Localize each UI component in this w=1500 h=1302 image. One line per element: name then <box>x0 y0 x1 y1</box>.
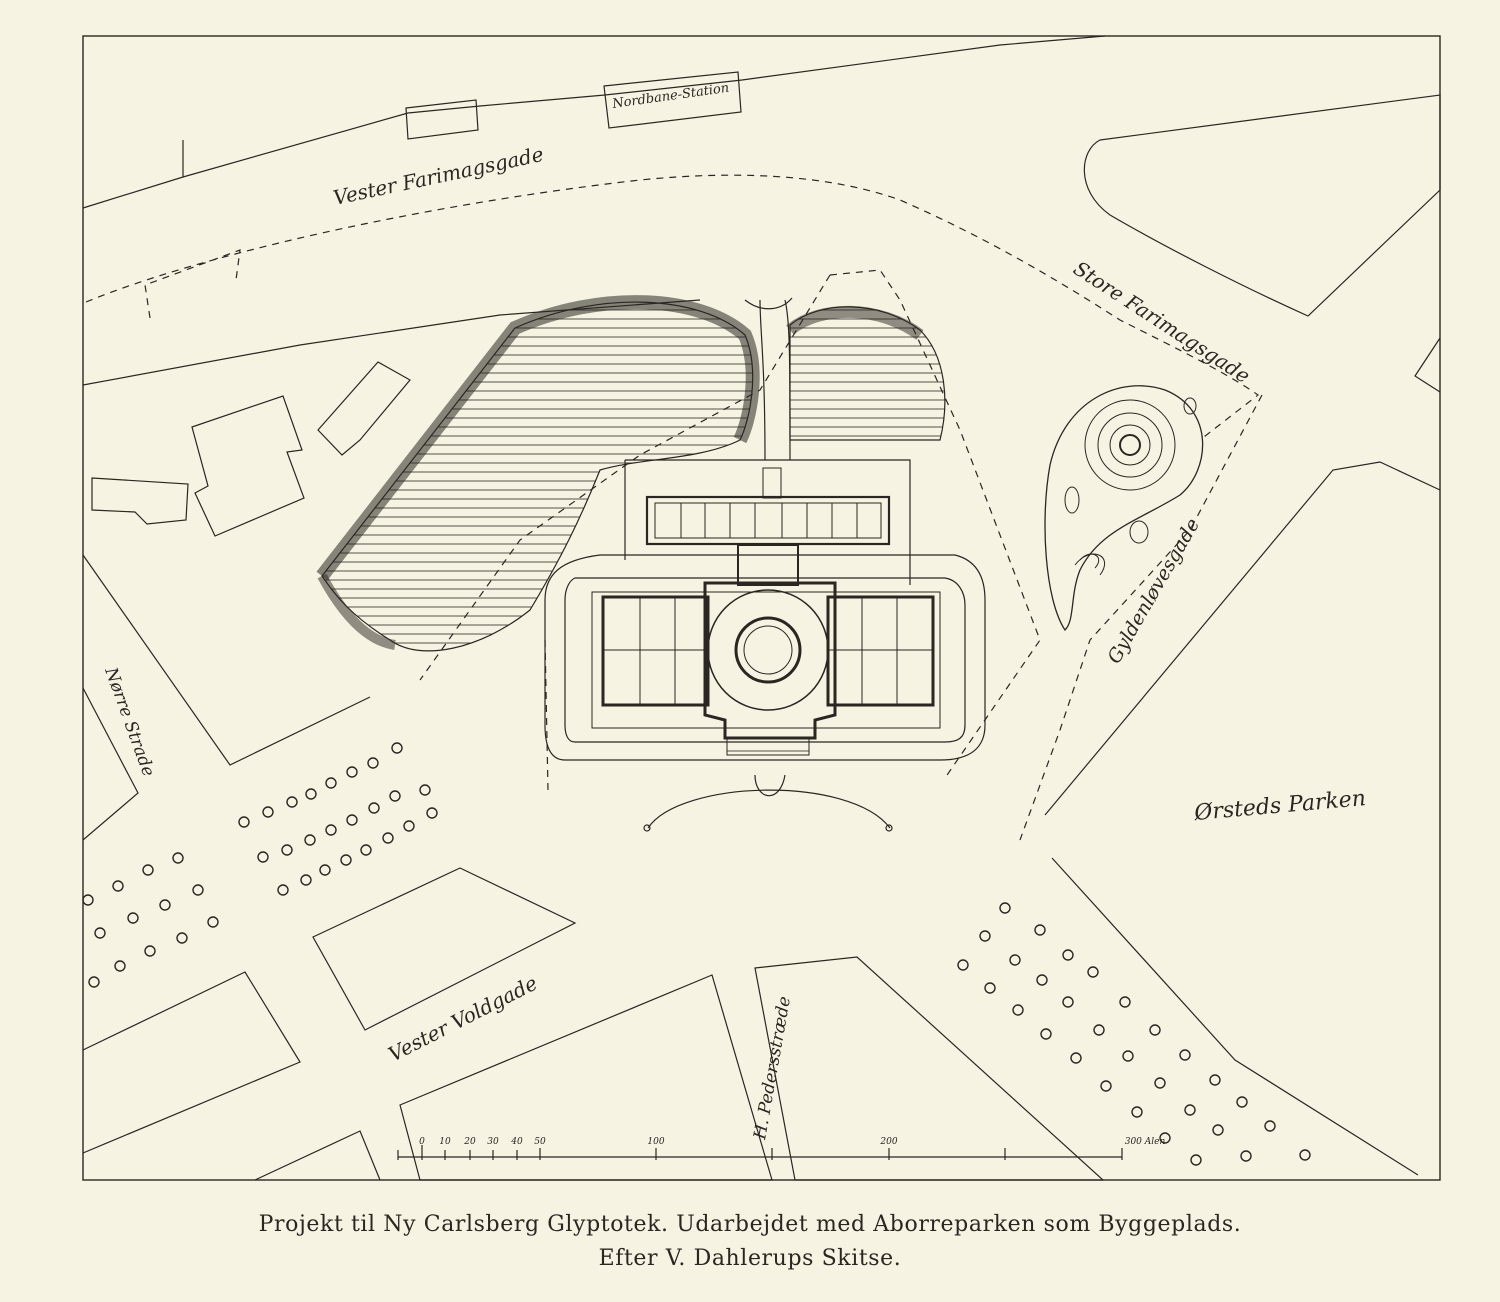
label-nordre-strade: Nørre Strade <box>100 664 158 779</box>
tree-rows <box>82 742 1311 1166</box>
garden-island <box>1044 385 1204 632</box>
railway-boundary <box>82 35 1106 209</box>
scale-tick-label: 30 <box>487 1137 499 1147</box>
city-block <box>312 867 577 1031</box>
station-building <box>603 71 742 129</box>
scale-tick-label: 300 Alen <box>1125 1137 1166 1147</box>
terrace-outline <box>544 554 986 761</box>
city-block <box>399 974 773 1181</box>
scale-tick-label: 100 <box>647 1137 664 1147</box>
label-gyldenlovesgade: Gyldenløvesgade <box>1103 515 1204 668</box>
caption-line-2: Efter V. Dahlerups Skitse. <box>598 1246 902 1271</box>
scale-tick-label: 50 <box>534 1137 546 1147</box>
scale-tick-label: 200 <box>879 1137 897 1147</box>
building <box>191 395 305 537</box>
pond-west <box>321 301 754 652</box>
building <box>91 477 189 525</box>
glyptotek-building <box>601 467 935 756</box>
scale-tick-label: 20 <box>463 1137 476 1147</box>
label-vester-farimagsgade: Vester Farimagsgade <box>331 142 546 210</box>
label-vester-voldgade: Vester Voldgade <box>384 971 541 1067</box>
station-building <box>405 99 479 140</box>
scale-bar <box>397 1145 1123 1160</box>
scale-labels: 0 10 20 30 40 50 100 200 300 Alen <box>419 1137 1165 1147</box>
figure-caption: Projekt til Ny Carlsberg Glyptotek. Udar… <box>0 1208 1500 1276</box>
scale-tick-label: 0 <box>419 1137 425 1147</box>
scale-tick-label: 10 <box>439 1137 451 1147</box>
park-path <box>759 299 791 461</box>
map-frame <box>82 35 1441 1181</box>
city-block <box>1083 94 1441 317</box>
scale-tick-label: 40 <box>510 1137 523 1147</box>
label-nordbane-station: Nordbane-Station <box>610 81 730 112</box>
pond-east <box>789 306 946 441</box>
city-block <box>82 971 301 1154</box>
forecourt-path <box>647 789 891 829</box>
site-plan-map: 0 10 20 30 40 50 100 200 300 Alen Vester… <box>82 35 1441 1181</box>
label-hjorts-strade: H. Pedersstræde <box>750 995 795 1142</box>
building <box>317 361 411 456</box>
label-orsteds-parken: Ørsteds Parken <box>1192 786 1367 826</box>
city-block <box>754 956 1105 1181</box>
caption-line-1: Projekt til Ny Carlsberg Glyptotek. Udar… <box>258 1212 1242 1237</box>
label-store-farimagsgade: Store Farimagsgade <box>1069 256 1254 388</box>
park-boundary <box>1044 461 1441 816</box>
old-park-outline <box>85 174 1260 441</box>
